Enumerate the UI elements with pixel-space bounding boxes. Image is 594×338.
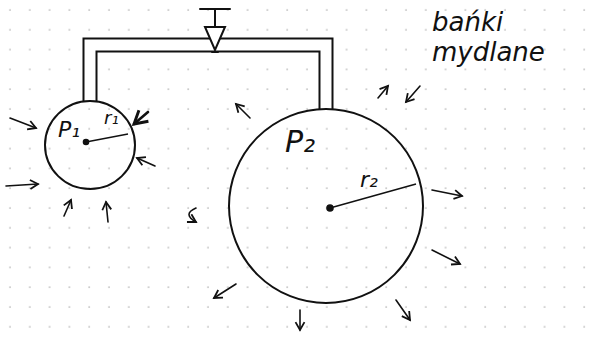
tube [90,45,326,109]
pressure-arrows [6,86,462,330]
pressure-label: P₁ [58,118,80,142]
note: bańki mydlane [432,8,572,68]
tube-bore [90,45,326,109]
bubble: P₁ r₁ [44,100,136,190]
pressure-label: P₂ [285,125,315,158]
radius-label: r₂ [360,168,378,192]
bubble-outline [228,108,424,304]
bubble-circle [229,109,423,303]
valve [200,9,230,52]
bubble-circle [45,101,135,189]
bubble-outline [44,100,136,190]
bubble: P₂ r₂ [228,108,424,304]
tube-wall [90,45,326,109]
radius-label: r₁ [104,108,119,128]
